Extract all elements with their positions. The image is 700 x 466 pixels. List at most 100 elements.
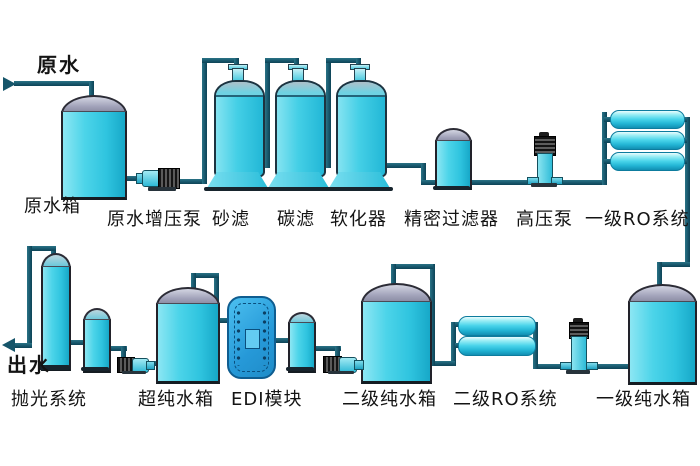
pipe-segment: [265, 58, 299, 63]
inlet-arrow-icon: [3, 77, 16, 91]
pipe-segment: [466, 180, 538, 185]
pipe-segment: [558, 180, 606, 185]
precision-filter-label: 精密过滤器: [404, 209, 499, 230]
pipe-segment: [592, 364, 632, 369]
ro-membrane-tube: [458, 316, 536, 336]
edi-core: [245, 329, 260, 349]
column-base: [38, 365, 70, 370]
pipe-segment: [191, 273, 196, 293]
pipe-segment: [657, 262, 662, 292]
pipe-segment: [685, 117, 690, 267]
vessel-top-band: [277, 82, 324, 97]
column-body: [83, 319, 111, 373]
pipe-segment: [150, 361, 160, 366]
pump-flange: [560, 362, 572, 370]
pipe-segment: [604, 117, 613, 122]
pipe-segment: [89, 81, 94, 105]
column-base: [286, 367, 314, 371]
pipe-segment: [335, 346, 340, 359]
vessel-body: [275, 80, 326, 178]
vessel-top-band: [338, 82, 385, 97]
pipe-segment: [202, 58, 207, 184]
pump-motor: [158, 168, 180, 189]
carbon-filter-label: 碳滤: [277, 209, 315, 230]
column-body: [41, 266, 71, 371]
edi-inner-frame: [234, 303, 269, 372]
softener-label: 软化器: [330, 209, 387, 230]
column-base: [81, 367, 109, 371]
vessel-cone: [329, 172, 390, 188]
edi-dot-column: [262, 309, 267, 366]
pump-column: [571, 336, 587, 372]
vessel-base: [204, 187, 271, 191]
ro-membrane-tube: [458, 336, 536, 356]
tank-body: [156, 303, 220, 384]
edi-module: [227, 296, 276, 379]
pipe-segment: [421, 163, 426, 185]
pipe-segment: [451, 322, 456, 366]
pump-base: [566, 370, 590, 374]
pipe-segment: [538, 364, 564, 369]
pipe-segment: [27, 246, 32, 347]
pipe-segment: [421, 180, 441, 185]
ro-membrane-tube: [610, 131, 685, 150]
pipe-segment: [101, 346, 127, 351]
pipe-segment: [657, 262, 690, 267]
pump-nose: [354, 360, 364, 370]
vessel-top-band: [216, 82, 263, 97]
vessel-body: [336, 80, 387, 178]
pump-base: [122, 371, 146, 374]
pipe-segment: [381, 163, 426, 168]
pipe-segment: [391, 264, 396, 290]
polishing-label: 抛光系统: [11, 389, 87, 410]
inlet-label: 原水: [37, 53, 81, 77]
column-body: [288, 322, 316, 373]
pipe-segment: [430, 264, 435, 366]
pump-base: [328, 371, 354, 374]
pure-tank2-label: 二级纯水箱: [342, 389, 437, 410]
ro-membrane-tube: [610, 152, 685, 171]
outlet-arrow-icon: [2, 338, 15, 352]
pipe-segment: [310, 346, 341, 351]
pipe-segment: [13, 343, 32, 348]
pipe-segment: [14, 81, 94, 86]
pipe-segment: [604, 138, 613, 143]
pipe-segment: [432, 361, 455, 366]
outlet-label: 出水: [7, 353, 51, 377]
ultrapure-tank-label: 超纯水箱: [138, 389, 214, 410]
edi-label: EDI模块: [231, 389, 303, 410]
pipe-segment: [218, 318, 230, 323]
pipe-segment: [121, 346, 126, 360]
pipe-segment: [121, 176, 145, 181]
ro-membrane-tube: [610, 110, 685, 129]
vessel-base: [265, 187, 332, 191]
pipe-segment: [202, 58, 239, 63]
pipe-segment: [27, 246, 56, 251]
ro2-label: 二级RO系统: [453, 389, 558, 410]
pump-cap: [539, 132, 549, 136]
pump-base: [531, 183, 557, 187]
sand-filter-label: 砂滤: [212, 209, 250, 230]
booster-pump-label: 原水增压泵: [107, 209, 202, 230]
pure-tank1-label: 一级纯水箱: [596, 389, 691, 410]
tank-body: [628, 301, 697, 385]
vessel-base: [326, 187, 393, 191]
pipe-segment: [393, 264, 433, 269]
edi-dot-column: [236, 309, 241, 366]
vessel-body: [214, 80, 265, 178]
pipe-segment: [64, 340, 86, 345]
pipe-segment: [191, 273, 219, 278]
pipe-segment: [176, 179, 206, 184]
pipe-segment: [265, 58, 270, 168]
pump-flange: [551, 177, 563, 185]
pump-flange: [586, 362, 598, 370]
raw-tank-label: 原水箱: [24, 196, 81, 217]
filter-base: [433, 186, 470, 190]
hp-pump-label: 高压泵: [516, 209, 573, 230]
tank-body: [61, 111, 127, 200]
vessel-cone: [207, 172, 268, 188]
ro1-label: 一级RO系统: [585, 209, 690, 230]
pump-base: [148, 187, 176, 191]
pipe-segment: [602, 112, 607, 185]
pipe-segment: [326, 58, 361, 63]
